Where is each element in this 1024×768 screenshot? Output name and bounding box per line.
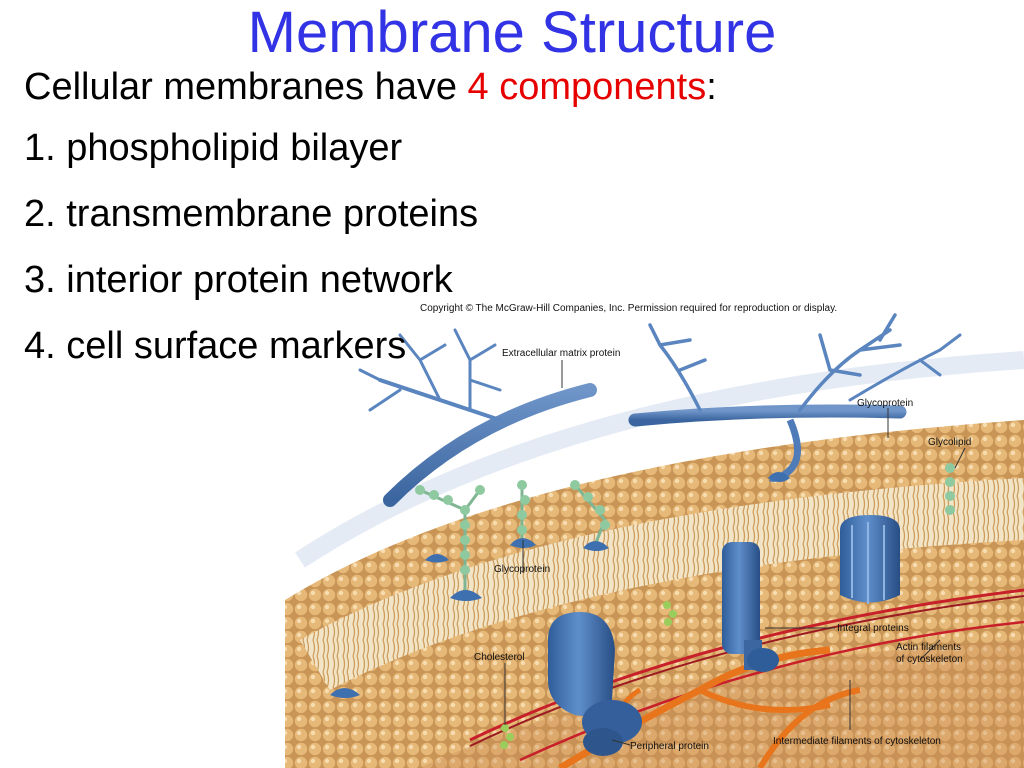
peripheral-protein: [548, 612, 642, 756]
label-cholesterol: Cholesterol: [474, 652, 525, 663]
copyright-notice: Copyright © The McGraw-Hill Companies, I…: [420, 303, 838, 314]
component-list: 1. phospholipid bilayer 2. transmembrane…: [24, 126, 478, 390]
list-item: 1. phospholipid bilayer: [24, 127, 403, 169]
slide-title: Membrane Structure: [247, 0, 777, 65]
label-integral-proteins: Integral proteins: [837, 623, 909, 634]
label-glycoprotein-top: Glycoprotein: [857, 398, 913, 409]
list-item: 2. transmembrane proteins: [24, 193, 479, 235]
label-glycolipid: Glycolipid: [928, 437, 971, 448]
label-glycoprotein-mid: Glycoprotein: [494, 564, 550, 575]
cholesterol: [500, 601, 677, 749]
intro-text: Cellular membranes have 4 components:: [24, 62, 717, 112]
intro-after: :: [706, 66, 717, 108]
branched-glycoprotein: [358, 313, 962, 422]
extracellular-matrix-fiber: [383, 383, 907, 507]
integral-protein-channel: [840, 515, 900, 604]
label-actin-line1: Actin filaments: [896, 642, 961, 653]
label-peripheral-protein: Peripheral protein: [630, 741, 709, 752]
label-extracellular-matrix: Extracellular matrix protein: [502, 348, 620, 359]
label-intermediate-filaments: Intermediate filaments of cytoskeleton: [773, 736, 941, 747]
label-actin-line2: of cytoskeleton: [896, 654, 963, 665]
intro-before: Cellular membranes have: [24, 66, 468, 108]
intro-highlight: 4 components: [467, 66, 707, 108]
list-item: 4. cell surface markers: [24, 325, 407, 367]
list-item: 3. interior protein network: [24, 259, 453, 301]
glycoprotein-chain: [415, 480, 610, 601]
glycolipid: [945, 463, 955, 515]
integral-protein-rod: [722, 542, 779, 672]
